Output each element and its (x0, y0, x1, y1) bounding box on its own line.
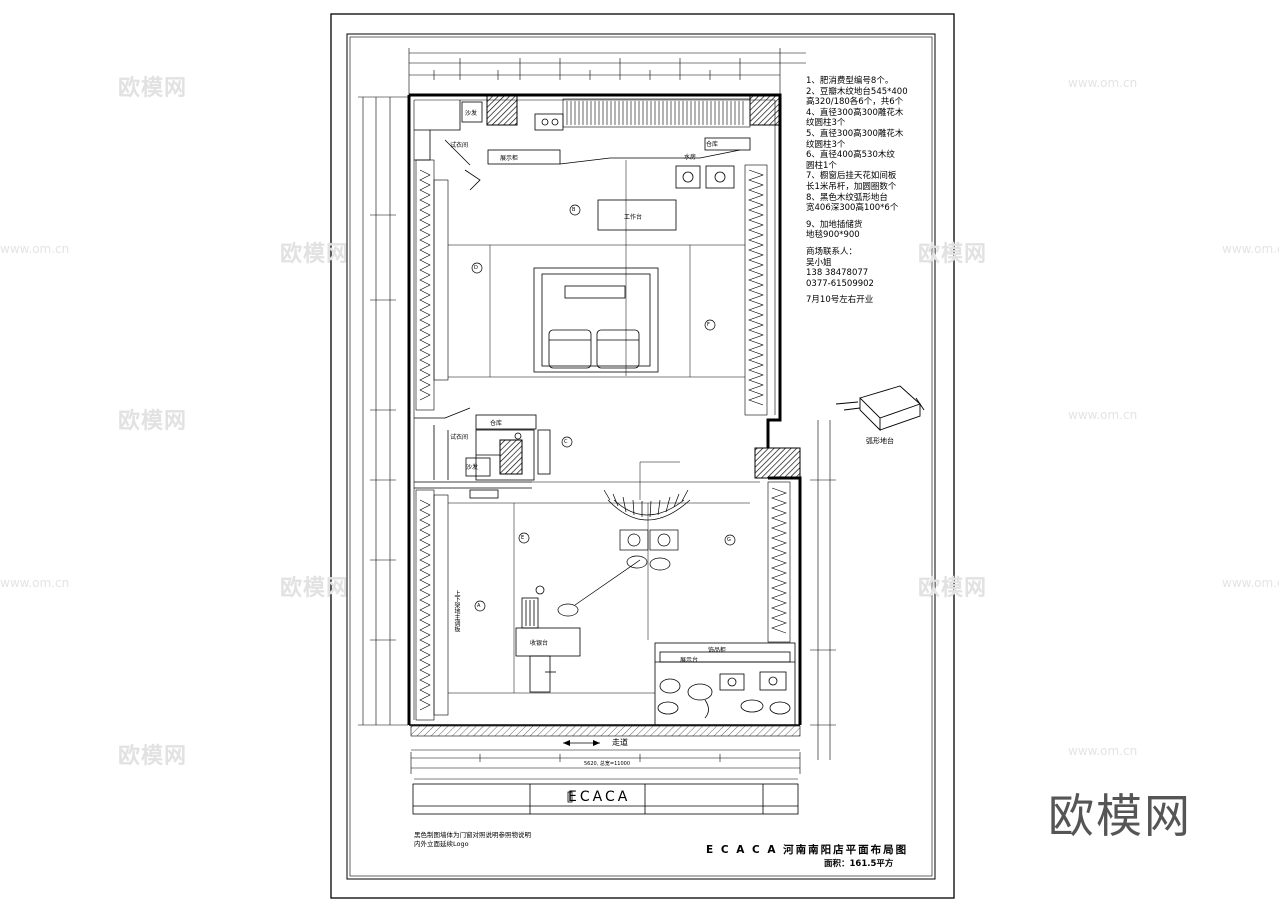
note-line: 1、肥消费型编号8个。 (806, 76, 894, 86)
label-corridor: 走道 (612, 738, 628, 747)
tag-a: A (477, 603, 481, 609)
watermark-url: www.om.cn (0, 242, 70, 256)
right-hanging-rack (744, 164, 791, 643)
note-line: 5、直径300高300雕花木 (806, 128, 904, 139)
fan-display (557, 489, 691, 617)
watermark-brand: 欧模网 (918, 576, 988, 601)
tag-g: G (727, 537, 731, 543)
watermark-url: www.om.cn (1068, 408, 1138, 422)
middle-rooms (414, 407, 551, 499)
note-line: 宽406深300高100*6个 (806, 203, 899, 214)
note-line: 纹圆柱3个 (806, 139, 846, 150)
column-top-right (749, 94, 781, 126)
label-showcase: 展示柜 (500, 155, 519, 162)
note-line: 7、橱窗后挂天花如间板 (806, 171, 897, 182)
column-mid-right (754, 447, 801, 479)
watermark-brand: 欧模网 (918, 242, 988, 267)
note-line: 9、加地插储货 (806, 219, 863, 230)
watermark-url: www.om.cn (1068, 744, 1138, 758)
design-notes: 1、肥消费型编号8个。 2、豆瓣木纹地台545*400 高320/180各6个，… (806, 76, 936, 306)
watermark-brand: 欧模网 (280, 242, 350, 267)
note-line: 138 38478077 (806, 268, 869, 279)
upper-partitions (414, 100, 751, 191)
note-line: 7月10号左右开业 (806, 295, 874, 306)
lower-dimension-lines (448, 461, 760, 694)
watermark-url: www.om.cn (1222, 576, 1279, 590)
label-cashier: 收银台 (530, 640, 549, 647)
brand-logo-text: ECACA (568, 789, 631, 805)
inset-platform (835, 385, 925, 432)
tag-e: E (521, 535, 525, 541)
label-fitting-room-lower: 试衣间 (450, 434, 469, 441)
label-inset: 弧形地台 (866, 437, 894, 445)
elevation-tags (471, 204, 736, 612)
note-line: 6、直径400高530木纹 (806, 150, 895, 161)
cashier-counter (515, 585, 581, 693)
walls (407, 93, 802, 726)
right-dimensions (810, 420, 836, 760)
tag-c: C (564, 439, 568, 445)
note-line: 纹圆柱3个 (806, 118, 846, 129)
watermark-brand: 欧模网 (118, 744, 188, 769)
label-work-table: 工作台 (624, 214, 643, 221)
watermark-url: www.om.cn (1222, 242, 1279, 256)
title-block (412, 783, 799, 815)
drawing-area: 面积：161.5平方 (824, 859, 894, 869)
note-line: 圆柱1个 (806, 160, 837, 171)
inner-frame (346, 33, 936, 880)
watermark-url: www.om.cn (1068, 76, 1138, 90)
column-top-left (486, 94, 518, 126)
accessory-display (654, 642, 796, 726)
watermark-brand: 欧模网 (118, 76, 188, 101)
note-line: 地毯900*900 (806, 230, 860, 241)
left-hanging-rack (415, 159, 449, 721)
label-storage: 仓库 (706, 141, 719, 148)
label-sofa-lower: 沙发 (466, 464, 479, 471)
drawing-title: E C A C A 河南南阳店平面布局图 (706, 844, 909, 856)
bottom-dimensions (410, 752, 801, 774)
left-dimensions (358, 96, 408, 726)
top-dimensions (408, 48, 806, 95)
note-line: 高320/180各6个，共6个 (806, 97, 904, 108)
label-booth: 展示台 (680, 657, 699, 664)
corridor-band (410, 725, 801, 737)
tag-f: F (707, 322, 710, 328)
column-mid-left (499, 439, 523, 475)
drawing-note: 内外立面延续Logo (414, 840, 469, 848)
note-line: 4、直径300高300雕花木 (806, 107, 904, 118)
label-water: 水房 (684, 154, 697, 161)
label-sofa: 沙发 (465, 110, 478, 117)
outer-frame (330, 13, 955, 899)
top-hanging-rack (562, 98, 751, 128)
note-line: 0377-61509902 (806, 278, 874, 289)
note-line: 长1米吊杆，加圆圈数个 (806, 181, 897, 192)
label-fitting-room: 试衣间 (450, 142, 469, 149)
note-line: 商场联系人： (806, 246, 858, 257)
upper-dimension-lines (448, 160, 745, 378)
label-aisle: 上下架地主调板 (453, 590, 460, 632)
tag-d: D (474, 265, 478, 271)
watermark-brand: 欧模网 (118, 409, 188, 434)
tag-b: B (572, 207, 576, 213)
watermark-url: www.om.cn (0, 576, 70, 590)
center-display-sofa (533, 267, 659, 373)
watermark-logo: 欧模网 (1048, 789, 1192, 843)
work-table (597, 199, 677, 231)
note-line: 8、黑色木纹弧形地台 (806, 192, 888, 203)
note-line: 2、豆瓣木纹地台545*400 (806, 86, 908, 97)
label-width-dimension: 5620, 总宽=11000 (584, 761, 630, 767)
label-accessory-display: 饰品柜 (708, 647, 727, 654)
label-storage-lower: 仓库 (490, 420, 503, 427)
watermark-brand: 欧模网 (280, 576, 350, 601)
drawing-note: 黑色制图墙体为门窗对照说明参照物说明 (414, 831, 531, 839)
note-line: 吴小姐 (806, 257, 832, 268)
